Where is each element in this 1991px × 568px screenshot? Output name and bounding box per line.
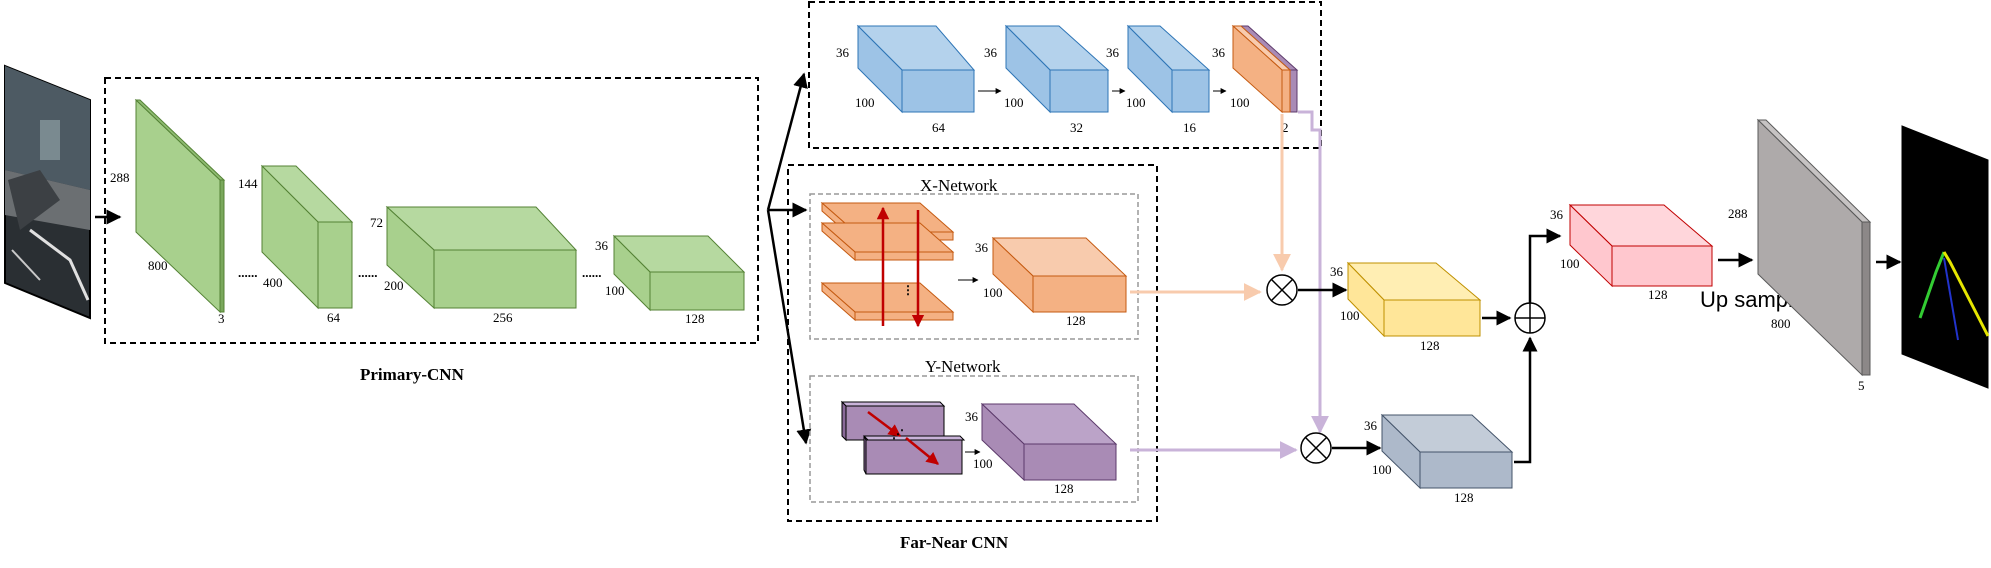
x-fusion-block: [1346, 261, 1482, 338]
primary-layer-1-d: 3: [218, 311, 225, 326]
x-network-block: [991, 236, 1128, 314]
primary-dots-1: ......: [238, 265, 258, 280]
branch-arrows: [766, 72, 812, 445]
primary-layer-2-d: 64: [327, 310, 341, 325]
primary-layer-3-w: 200: [384, 278, 404, 293]
primary-layer-4: [612, 234, 746, 312]
y-network-w: 100: [973, 456, 993, 471]
primary-dots-3: ......: [582, 265, 602, 280]
y-network-title: Y-Network: [925, 357, 1001, 376]
y-network-d: 128: [1054, 481, 1074, 496]
top-chain-block-3: [1126, 24, 1211, 114]
primary-layer-1-h: 288: [110, 170, 130, 185]
top-block-2-w: 100: [1004, 95, 1024, 110]
combined-d: 128: [1648, 287, 1668, 302]
output-lane-image: [1901, 125, 1990, 389]
x-network-box: [809, 193, 1139, 340]
top-block-2-d: 32: [1070, 120, 1083, 135]
y-fusion-d: 128: [1454, 490, 1474, 505]
svg-text:⋮: ⋮: [902, 283, 914, 297]
y-network-block: [980, 402, 1118, 482]
primary-layer-4-h: 36: [595, 238, 609, 253]
primary-layer-2: [260, 164, 354, 310]
y-network-slices: ⋰: [840, 400, 966, 475]
multiply-operator-bottom: [1300, 432, 1332, 464]
top-block-1-w: 100: [855, 95, 875, 110]
upsample-d: 5: [1858, 378, 1865, 393]
top-block-3-w: 100: [1126, 95, 1146, 110]
top-chain-block-1: [856, 24, 976, 114]
upsample-h: 288: [1728, 206, 1748, 221]
primary-cnn-title: Primary-CNN: [360, 365, 465, 384]
primary-layer-1: [134, 98, 226, 314]
top-block-2-h: 36: [984, 45, 998, 60]
svg-text:⋰: ⋰: [892, 427, 904, 441]
add-operator: [1514, 302, 1546, 334]
primary-dots-2: ......: [358, 265, 378, 280]
top-block-4-h: 36: [1212, 45, 1226, 60]
primary-layer-2-w: 400: [263, 275, 283, 290]
x-fusion-w: 100: [1340, 308, 1360, 323]
y-fusion-block: [1380, 413, 1514, 490]
combined-h: 36: [1550, 207, 1564, 222]
purple-link: [1130, 110, 1329, 459]
combined-block: [1568, 203, 1714, 288]
primary-layer-4-d: 128: [685, 311, 705, 326]
x-fusion-h: 36: [1330, 264, 1344, 279]
x-network-title: X-Network: [920, 176, 998, 195]
primary-layer-4-w: 100: [605, 283, 625, 298]
top-block-1-h: 36: [836, 45, 850, 60]
primary-cnn-box: [104, 77, 759, 344]
arrow-plus-to-pink: [1528, 228, 1562, 303]
x-network-w: 100: [983, 285, 1003, 300]
top-block-4-w: 100: [1230, 95, 1250, 110]
multiply-operator-top: [1266, 274, 1298, 306]
orange-link: [1130, 114, 1291, 301]
arrow-slate-to-plus: [1514, 336, 1538, 464]
combined-w: 100: [1560, 256, 1580, 271]
x-network-slices: ⋮: [820, 201, 955, 328]
x-fusion-d: 128: [1420, 338, 1440, 353]
primary-layer-3-h: 72: [370, 215, 383, 230]
x-network-d: 128: [1066, 313, 1086, 328]
primary-layer-2-h: 144: [238, 176, 258, 191]
top-chain-block-2: [1004, 24, 1110, 114]
upsample-output-layer: [1756, 118, 1872, 377]
top-block-3-d: 16: [1183, 120, 1197, 135]
top-chain-block-4: [1231, 24, 1299, 114]
x-network-h: 36: [975, 240, 989, 255]
y-fusion-w: 100: [1372, 462, 1392, 477]
y-network-box: [809, 375, 1139, 503]
input-image: [4, 64, 91, 320]
y-fusion-h: 36: [1364, 418, 1378, 433]
top-chain-box: [808, 1, 1322, 149]
top-block-3-h: 36: [1106, 45, 1120, 60]
primary-layer-3: [385, 205, 578, 310]
top-block-1-d: 64: [932, 120, 946, 135]
upsample-w: 800: [1771, 316, 1791, 331]
y-network-h: 36: [965, 409, 979, 424]
top-block-4-d: 2: [1282, 120, 1289, 135]
primary-layer-1-w: 800: [148, 258, 168, 273]
far-near-cnn-title: Far-Near CNN: [900, 533, 1009, 552]
far-near-cnn-box: [787, 164, 1158, 522]
primary-layer-3-d: 256: [493, 310, 513, 325]
